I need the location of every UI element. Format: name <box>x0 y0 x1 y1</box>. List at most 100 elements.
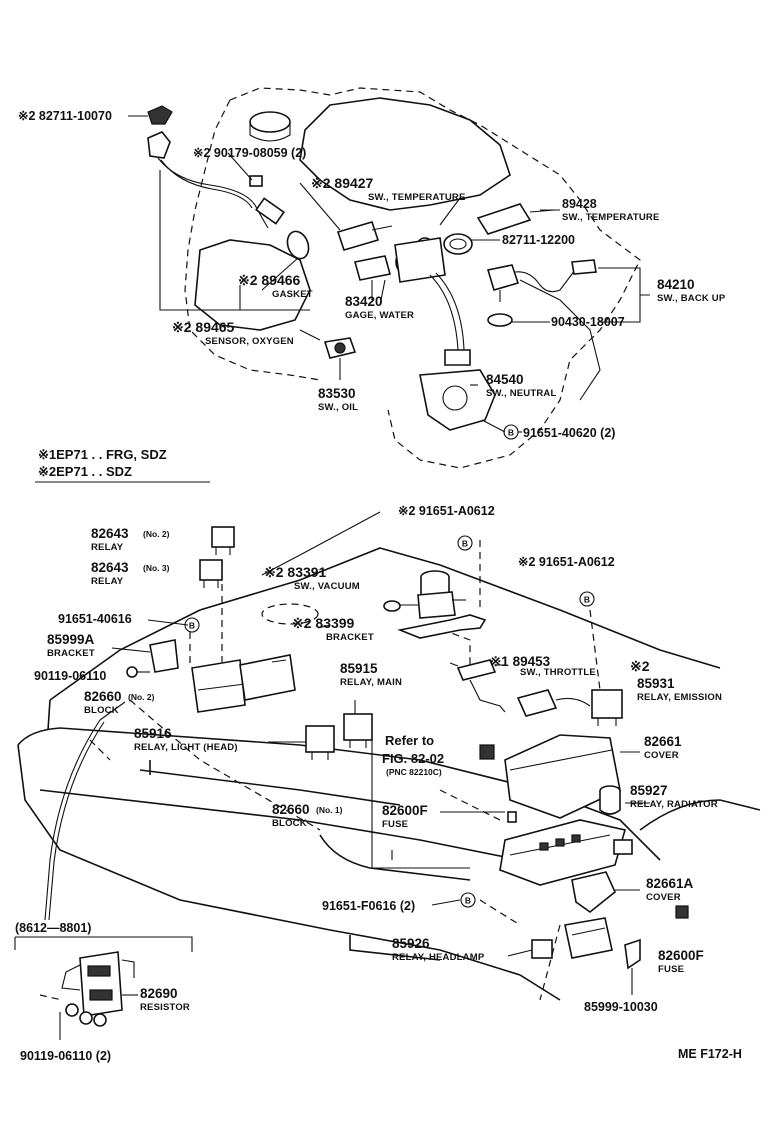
label-83391-desc: SW., VACUUM <box>294 581 360 592</box>
label-84540: 84540 <box>486 372 524 387</box>
label-90179-08059: ※2 90179-08059 (2) <box>193 146 306 160</box>
note-2: ※2EP71 . . SDZ <box>38 464 132 479</box>
label-82661A: 82661A <box>646 876 694 891</box>
throttle-switch-89453 <box>456 659 506 713</box>
label-85915: 85915 <box>340 661 378 676</box>
label-83399: ※2 83399 <box>292 615 355 631</box>
fuse-82600F-right <box>675 905 689 919</box>
label-84540-desc: SW., NEUTRAL <box>486 388 556 399</box>
label-83530-desc: SW., OIL <box>318 402 358 413</box>
leader-lines-lower <box>111 511 650 957</box>
leader-lines-upper <box>128 115 650 433</box>
harness-cable-left <box>44 719 101 921</box>
label-84210: 84210 <box>657 277 695 292</box>
label-85927: 85927 <box>630 783 668 798</box>
label-82661: 82661 <box>644 734 682 749</box>
bolt-mark-1: B <box>503 424 519 440</box>
label-89427-desc: SW., TEMPERATURE <box>368 192 466 203</box>
label-91651-A0612-b: ※2 91651-A0612 <box>518 555 615 569</box>
label-85931: 85931 <box>637 676 675 691</box>
label-91651-40616: 91651-40616 <box>58 612 132 626</box>
label-89428: 89428 <box>562 197 597 211</box>
bolt-mark-text: B <box>465 896 471 906</box>
main-relay-85915 <box>343 700 373 748</box>
refer-to: Refer to <box>385 733 434 748</box>
label-82600F-b: 82600F <box>658 948 704 963</box>
refer-fig: FIG. 82-02 <box>382 751 444 766</box>
label-90430-18007: 90430-18007 <box>551 315 625 329</box>
bolt-mark-text: B <box>508 428 514 438</box>
cover-82661A <box>571 871 616 914</box>
refer-bracket <box>371 738 470 869</box>
label-82660-no1: 82660 <box>272 802 310 817</box>
label-85931-desc: RELAY, EMISSION <box>637 692 722 703</box>
label-83391: ※2 83391 <box>264 564 327 580</box>
label-85926-desc: RELAY, HEADLAMP <box>392 952 485 963</box>
relay-82643-no3 <box>199 559 223 588</box>
label-82690: 82690 <box>140 986 178 1001</box>
label-89453: ※1 89453 <box>490 654 551 669</box>
label-85927-desc: RELAY, RADIATOR <box>630 799 718 810</box>
bolt-mark-text: B <box>462 539 468 549</box>
label-82711-12200: 82711-12200 <box>502 233 575 247</box>
bolt-mark-text: B <box>189 621 195 631</box>
label-89465-desc: SENSOR, OXYGEN <box>205 336 294 347</box>
label-85931-mark: ※2 <box>630 658 650 674</box>
bracket-85999-10030 <box>624 938 641 995</box>
label-89453-desc: SW., THROTTLE <box>520 667 596 678</box>
label-82711-10070: ※2 82711-10070 <box>18 109 112 123</box>
harness-cable-left-2 <box>48 721 105 921</box>
label-91651-40620: 91651-40620 (2) <box>523 426 615 440</box>
labels: ※2 82711-10070 ※2 90179-08059 (2) ※2 894… <box>15 109 742 1063</box>
label-82643-a-no: (No. 2) <box>143 529 170 539</box>
backup-switch-84210 <box>486 259 597 327</box>
label-82660-no1-desc: BLOCK <box>272 818 307 829</box>
resistor-inset <box>14 936 193 1040</box>
clamp-82711-12200 <box>443 233 473 255</box>
label-82600F-a-desc: FUSE <box>382 819 408 830</box>
label-85999A: 85999A <box>47 632 95 647</box>
oil-switch-83530 <box>323 337 357 380</box>
bolt-mark-text: B <box>584 595 590 605</box>
label-82643-b-desc: RELAY <box>91 576 124 587</box>
label-83530: 83530 <box>318 386 356 401</box>
label-89428-desc: SW., TEMPERATURE <box>562 212 660 223</box>
oxygen-sensor-harness <box>147 105 310 311</box>
refer-pnc: (PNC 82210C) <box>386 767 442 777</box>
label-91651-A0612-a: ※2 91651-A0612 <box>398 504 495 518</box>
label-89465: ※2 89465 <box>172 319 235 335</box>
vacuum-switch-83391 <box>383 570 466 619</box>
temperature-switch-89427 <box>299 182 393 251</box>
water-gage-83420 <box>353 237 446 300</box>
headlamp-relay-85926 <box>531 917 613 959</box>
block-82660-no2 <box>99 639 296 721</box>
label-82600F-b-desc: FUSE <box>658 964 684 975</box>
label-90119-06110: 90119-06110 <box>34 669 106 683</box>
label-83399-desc: BRACKET <box>326 632 374 643</box>
label-8612-8801: (8612—8801) <box>15 921 91 935</box>
note-1: ※1EP71 . . FRG, SDZ <box>38 447 167 462</box>
neutral-switch-84540 <box>419 272 506 433</box>
label-82643-a-desc: RELAY <box>91 542 124 553</box>
label-82660-no1-no: (No. 1) <box>316 805 343 815</box>
label-82643-a: 82643 <box>91 526 129 541</box>
label-89427: ※2 89427 <box>311 175 374 191</box>
temperature-switch-89428 <box>476 203 556 235</box>
label-89466: ※2 89466 <box>238 272 301 288</box>
bracket-83399 <box>397 614 487 639</box>
label-82660-no2: 82660 <box>84 689 122 704</box>
label-82661A-desc: COVER <box>646 892 681 903</box>
relay-82643-no2 <box>211 526 235 555</box>
oil-filler-cap <box>249 111 291 142</box>
engine-outline <box>184 87 641 469</box>
label-82661-desc: COVER <box>644 750 679 761</box>
label-85926: 85926 <box>392 936 430 951</box>
label-85916: 85916 <box>134 726 172 741</box>
label-82600F-a: 82600F <box>382 803 428 818</box>
label-91651-F0616: 91651-F0616 (2) <box>322 899 415 913</box>
block-82660-no1 <box>499 811 633 886</box>
label-84210-desc: SW., BACK UP <box>657 293 726 304</box>
label-82643-b-no: (No. 3) <box>143 563 170 573</box>
label-85915-desc: RELAY, MAIN <box>340 677 402 688</box>
